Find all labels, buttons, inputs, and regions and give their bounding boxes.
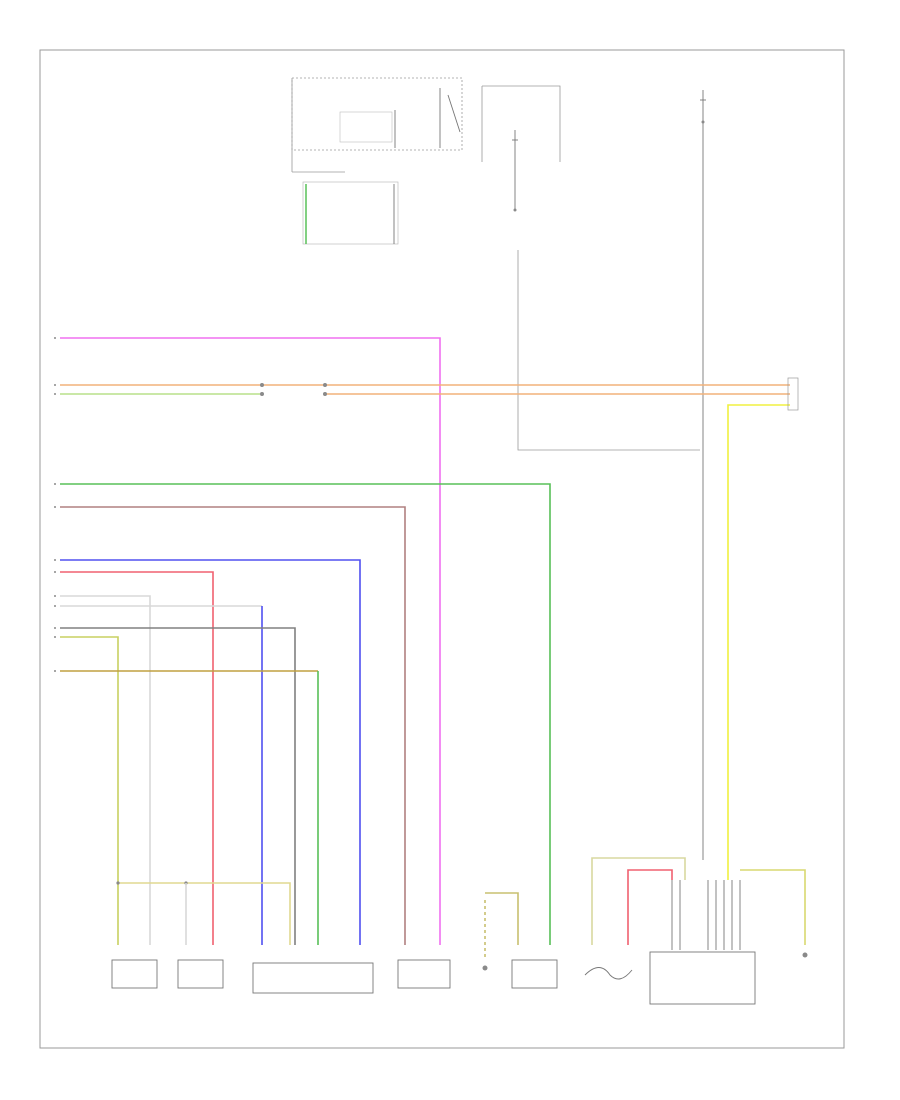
right-fuse-feed — [700, 90, 706, 860]
wire-grey-black — [60, 627, 296, 945]
evaporator-temp-sensor — [740, 869, 808, 958]
pressure-switch — [511, 959, 558, 989]
transmission-range-switch-module — [252, 962, 374, 994]
wire-yellow — [727, 404, 790, 880]
engine-compartment-fuse-box — [481, 85, 561, 212]
wire-cross-yellow — [118, 882, 291, 945]
left-connector-pins — [54, 337, 56, 672]
data-link-connector — [302, 181, 399, 245]
wire-yellow-green — [60, 636, 119, 945]
splice-left — [260, 383, 264, 387]
fuse-feed-wire — [517, 250, 700, 451]
splice-right — [323, 383, 327, 387]
tcm-connector-pins — [671, 880, 741, 950]
engine-control-module — [291, 77, 463, 173]
wire-pink — [60, 337, 441, 945]
park-neutral-switch — [584, 857, 686, 980]
transmission-control-module — [649, 880, 756, 1005]
wire-green — [60, 483, 551, 945]
wire-blue — [60, 559, 361, 945]
wire-brown — [60, 506, 406, 945]
output-shaft-speed-sensor — [111, 959, 158, 989]
right-bus-terminal — [787, 377, 799, 411]
splice-left-2 — [260, 392, 264, 396]
intermediate-shaft-speed-sensor — [177, 959, 224, 989]
ground-point — [482, 892, 519, 971]
wire-white-1 — [60, 595, 151, 945]
splice-right-2 — [323, 392, 327, 396]
diagram-frame — [39, 49, 845, 1049]
shift-lock-solenoid — [397, 959, 451, 989]
wire-red — [60, 571, 214, 945]
